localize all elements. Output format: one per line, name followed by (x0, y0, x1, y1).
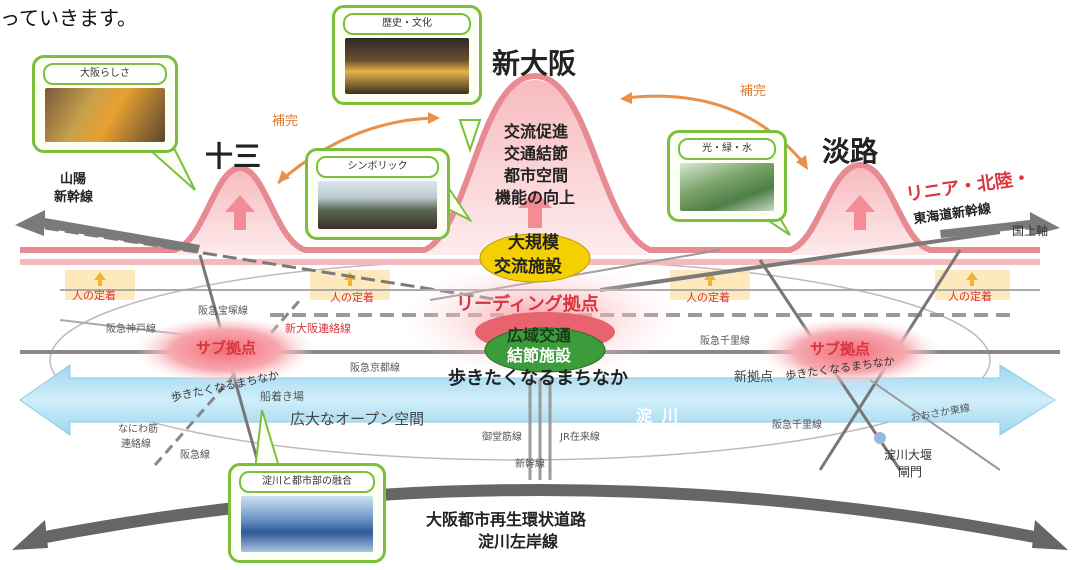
settle-label-4: 人の定着 (948, 290, 992, 303)
sub-hub-left-label: サブ拠点 (196, 339, 257, 357)
open-space-label: 広大なオープン空間 (290, 410, 425, 428)
ring-road-label-0: 大阪都市再生環状道路 (426, 510, 587, 529)
sub-hub-right-label: サブ拠点 (810, 340, 871, 358)
sub-hub-right-glow (760, 318, 940, 386)
leading-hub-label: リーディング拠点 (456, 294, 599, 315)
card-light-green-water: 光・緑・水 (667, 130, 787, 222)
settle-label-3: 人の定着 (686, 291, 730, 304)
sanyo-label-1: 新幹線 (54, 190, 94, 205)
peak-label-awaji: 淡路 (822, 135, 879, 168)
complement-arrow-right-head1 (620, 92, 632, 104)
transit-node-label-1: 結節施設 (507, 346, 572, 365)
large-facility-label-0: 大規模 (508, 233, 559, 253)
large-facility-ellipse (479, 233, 591, 283)
ring-road-right-head (1032, 520, 1068, 550)
rail-label-keihan: 阪急千里線 (772, 420, 822, 431)
rail-label-hankyu-takarazuka: 阪急宝塚線 (198, 306, 248, 317)
rail-label-hankyu-kyoto: 阪急京都線 (350, 363, 400, 374)
complement-label-right: 補完 (740, 84, 767, 99)
card-light-green-water-photo (680, 163, 774, 211)
settle-arrow-1 (94, 272, 106, 286)
weir-label-1: 閘門 (898, 465, 923, 479)
center-function-0: 交流促進 (504, 122, 569, 141)
ring-road-arc (28, 484, 1052, 546)
rail-label-shinkansen-bottom: 新幹線 (515, 459, 545, 470)
yodogawa-label: 淀川 (636, 406, 689, 425)
transit-node-label-0: 広域交通 (507, 326, 572, 345)
boat-dock-label: 船着き場 (260, 390, 304, 403)
card-history-culture: 歴史・文化 (332, 5, 482, 105)
peak-label-juso: 十三 (205, 140, 262, 173)
complement-arrow-right-head2 (796, 155, 808, 170)
card-river-fusion: 淀川と都市部の融合 (228, 463, 386, 563)
rail-label-naniwasuji-2: 連絡線 (121, 439, 151, 450)
card-river-fusion-title: 淀川と都市部の融合 (239, 471, 375, 493)
complement-label-left: 補完 (272, 114, 299, 129)
ring-road-label-1: 淀川左岸線 (478, 532, 559, 551)
up-arrow-juso (225, 195, 255, 230)
river-band (19, 364, 1056, 436)
card-symbolic-photo (318, 181, 437, 229)
settle-label-1: 人の定着 (72, 289, 116, 302)
rail-label-naniwasuji: なにわ筋 (118, 424, 158, 435)
card-history-culture-photo (345, 38, 469, 94)
card-light-green-water-title: 光・緑・水 (678, 138, 776, 160)
kokudo-label: 国土軸 (1012, 224, 1049, 238)
card-symbolic: シンボリック (305, 148, 450, 240)
sanyo-label-0: 山陽 (60, 172, 87, 187)
rail-label-hankyu-kobe: 阪急神戸線 (106, 324, 156, 335)
center-function-3: 機能の向上 (495, 188, 576, 207)
tokaido-arrow (940, 212, 1060, 238)
card-osaka-rashisa: 大阪らしさ (32, 55, 178, 153)
peak-label-shin-osaka: 新大阪 (492, 47, 577, 80)
card-history-tail (458, 119, 482, 154)
center-function-2: 都市空間 (504, 166, 569, 185)
mountain-outline (20, 72, 1040, 253)
shinkansen-line-right (599, 230, 1001, 292)
sanyo-arrow (15, 210, 200, 253)
up-arrow-awaji (845, 195, 875, 230)
large-facility-label-1: 交流施設 (494, 257, 562, 277)
walkable-center-label: 歩きたくなるまちなか (448, 368, 628, 389)
rail-label-midosuji: 御堂筋線 (482, 432, 522, 443)
weir-label-0: 淀川大堰 (884, 448, 933, 462)
settle-label-2: 人の定着 (330, 291, 374, 304)
sub-hub-left-glow (135, 316, 315, 384)
card-history-culture-title: 歴史・文化 (343, 13, 471, 35)
weir-dot (874, 432, 886, 444)
transit-node-ellipse (484, 327, 606, 373)
card-osaka-tail (147, 149, 196, 191)
settle-arrow-4 (966, 272, 978, 286)
complement-arrow-right (624, 94, 807, 166)
card-symbolic-title: シンボリック (316, 156, 439, 178)
center-function-1: 交通結節 (504, 144, 569, 163)
header-fragment: っていきます。 (0, 6, 137, 30)
rail-right-diag3 (869, 379, 1001, 471)
complement-arrow-left-head2 (428, 112, 440, 124)
complement-arrow-left-head1 (278, 170, 290, 183)
peak-shin-osaka (425, 80, 650, 255)
new-hub-label: 新拠点 (734, 370, 774, 385)
settle-arrow-3 (704, 272, 716, 286)
rail-label-jr: JR在来線 (560, 432, 600, 443)
settle-arrow-2 (344, 272, 356, 286)
complement-arrow-left (277, 116, 436, 185)
up-arrow-shin-osaka (518, 190, 552, 228)
rail-label-hankyu-bottom: 阪急線 (180, 450, 210, 461)
card-river-fusion-photo (241, 496, 373, 552)
rail-label-hankyu-senri: 阪急千里線 (700, 336, 750, 347)
rail-label-shin-osaka-link: 新大阪連絡線 (285, 322, 351, 335)
ring-road-left-head (12, 520, 48, 550)
card-osaka-rashisa-title: 大阪らしさ (43, 63, 167, 85)
card-osaka-rashisa-photo (45, 88, 165, 142)
